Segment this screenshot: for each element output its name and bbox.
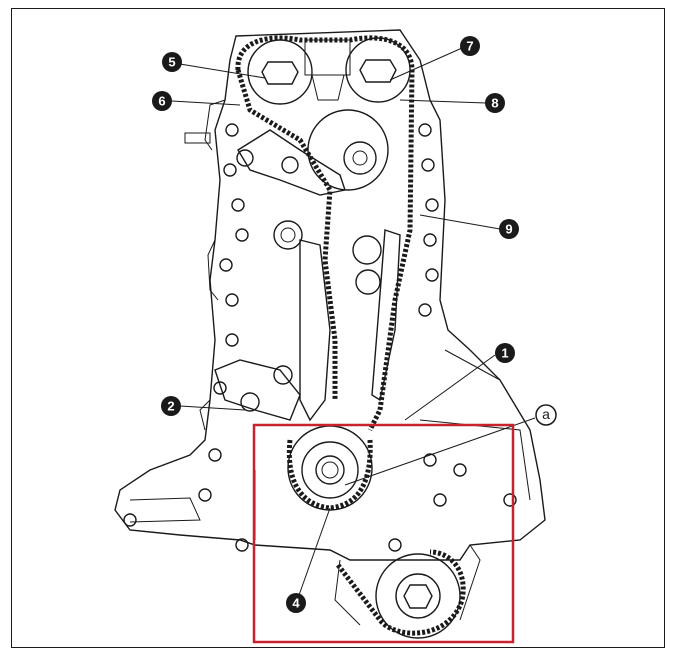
bolt-icon [418, 123, 432, 137]
bolt-icon [421, 158, 435, 172]
bolt-icon [208, 448, 222, 462]
figure-frame [11, 8, 665, 648]
cam-sprocket-right [345, 37, 411, 103]
callout-4-label: 4 [292, 596, 300, 611]
block-bolts [123, 123, 517, 552]
callout-7-label: 7 [466, 39, 473, 54]
bolt-icon [213, 381, 227, 395]
lower-chain-crank [286, 439, 373, 511]
callout-7: 7 [460, 36, 480, 56]
bolt-icon [425, 198, 439, 212]
callout-5: 5 [162, 52, 182, 72]
bolt-icon [433, 493, 447, 507]
leader-lines [171, 47, 536, 599]
callout-2: 2 [161, 396, 181, 416]
bolt-icon [219, 258, 233, 272]
callout-5-label: 5 [168, 55, 175, 70]
callout-2-label: 2 [167, 399, 174, 414]
bolt-icon [423, 453, 437, 467]
bolt-icon [388, 538, 402, 552]
bolt-icon [423, 233, 437, 247]
upper-tensioner [236, 129, 346, 196]
balance-sprocket [273, 220, 382, 295]
callout-a: a [535, 404, 557, 426]
callout-1-label: 1 [501, 346, 508, 361]
bolt-icon [231, 198, 245, 212]
bolt-icon [453, 463, 467, 477]
red-highlight-rectangle [252, 423, 515, 644]
bolt-icon [123, 513, 137, 527]
bolt-icon [198, 488, 212, 502]
callout-6-label: 6 [158, 94, 165, 109]
callout-6: 6 [152, 91, 172, 111]
bolt-icon [503, 493, 517, 507]
bolt-icon [225, 293, 239, 307]
callout-a-label: a [542, 406, 550, 422]
callout-8-label: 8 [491, 96, 498, 111]
callout-8: 8 [485, 93, 505, 113]
callout-9-label: 9 [505, 222, 512, 237]
crankshaft-sprocket [287, 425, 373, 511]
bolt-icon [235, 538, 249, 552]
bolt-icon [223, 163, 237, 177]
bolt-icon [418, 303, 432, 317]
cam-sprocket-left [247, 39, 313, 105]
callout-9: 9 [499, 219, 519, 239]
bolt-icon [235, 228, 249, 242]
lower-chain-guide [299, 229, 401, 422]
bolt-icon [225, 333, 239, 347]
lower-tensioner [214, 359, 301, 421]
bolt-icon [425, 268, 439, 282]
callout-4: 4 [286, 593, 306, 613]
oil-pump-sprocket [336, 549, 466, 639]
bolt-icon [225, 123, 239, 137]
callout-1: 1 [495, 343, 515, 363]
